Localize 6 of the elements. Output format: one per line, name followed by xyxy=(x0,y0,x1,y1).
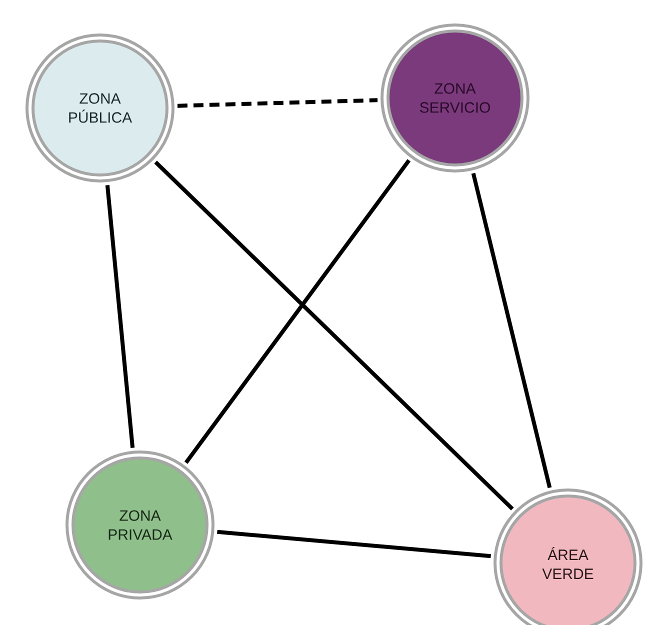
connector-line xyxy=(154,160,514,510)
connector-line xyxy=(471,172,552,488)
connector-line xyxy=(177,98,378,108)
connector-line xyxy=(105,184,135,448)
connector-line xyxy=(217,530,491,558)
connector-line xyxy=(184,159,411,464)
